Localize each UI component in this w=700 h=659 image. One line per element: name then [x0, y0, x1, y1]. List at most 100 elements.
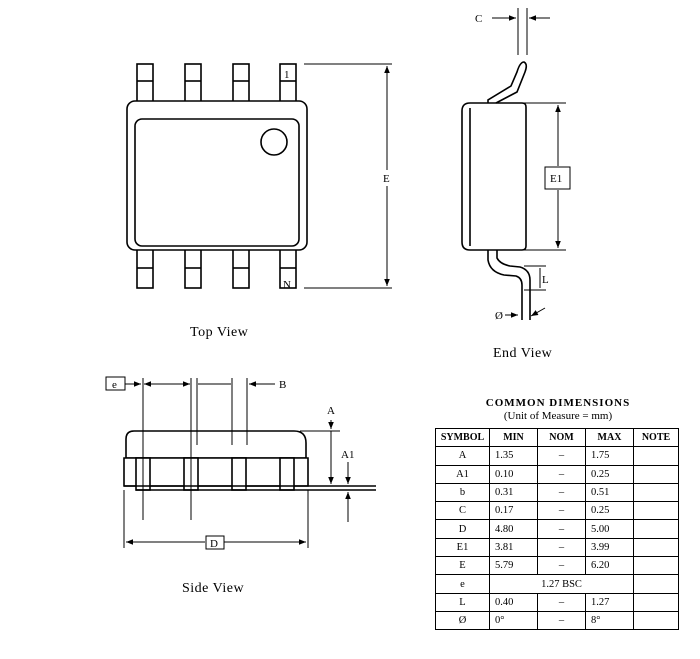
end-view-caption: End View	[493, 346, 553, 361]
cell-nom: –	[537, 501, 586, 521]
end-view	[461, 61, 531, 320]
dimension-angle-label: Ø	[495, 310, 503, 322]
cell-note	[633, 574, 679, 594]
dimension-e-label: E	[383, 173, 390, 185]
cell-nom: –	[537, 464, 586, 484]
cell-nom: –	[537, 610, 586, 631]
bottom-pin	[136, 245, 154, 289]
cell-note	[633, 556, 679, 576]
cell-note	[633, 464, 679, 484]
bottom-pin	[232, 245, 250, 289]
pin-n-label: N	[283, 279, 291, 291]
cell-min: 0°	[489, 610, 538, 631]
table-subtitle: (Unit of Measure = mm)	[503, 410, 613, 422]
dimension-e	[304, 63, 392, 289]
top-view-caption: Top View	[190, 325, 249, 340]
dimension-a-label: A	[327, 405, 335, 417]
cell-min: 0.10	[489, 464, 538, 484]
dimension-d-label: D	[210, 538, 218, 550]
cell-nom: –	[537, 592, 586, 612]
cell-note	[633, 501, 679, 521]
cell-max: 5.00	[585, 519, 634, 539]
cell-max: 8°	[585, 610, 634, 631]
cell-min: 0.40	[489, 592, 538, 612]
cell-nom: –	[537, 556, 586, 576]
dimension-c	[492, 8, 550, 55]
cell-max: 3.99	[585, 537, 634, 558]
cell-note	[633, 537, 679, 558]
pin-1-label: 1	[284, 69, 290, 81]
cell-symbol: L	[435, 592, 490, 612]
header-max: MAX	[585, 427, 634, 448]
side-view	[123, 430, 376, 491]
header-symbol: SYMBOL	[435, 427, 490, 448]
cell-max: 0.51	[585, 482, 634, 503]
dimension-e1-label: E1	[550, 173, 562, 185]
header-min: MIN	[489, 427, 538, 448]
cell-symbol: E	[435, 556, 490, 576]
cell-nom: –	[537, 446, 586, 466]
cell-min: 0.17	[489, 501, 538, 521]
dimension-e-pitch-label: e	[112, 379, 117, 391]
bottom-pin	[184, 245, 202, 289]
dimension-l-label: L	[542, 274, 549, 286]
dimension-a1-label: A1	[341, 449, 354, 461]
pin1-marker	[260, 128, 288, 156]
cell-symbol: D	[435, 519, 490, 539]
end-view-body	[461, 102, 527, 251]
end-view-lead-lower	[487, 250, 531, 320]
side-view-body	[125, 430, 307, 459]
dimension-e-pitch	[105, 376, 275, 520]
header-note: NOTE	[633, 427, 679, 448]
cell-nom: –	[537, 482, 586, 503]
cell-max: 6.20	[585, 556, 634, 576]
cell-nom: –	[537, 537, 586, 558]
dimension-angle	[505, 307, 546, 318]
cell-min: 5.79	[489, 556, 538, 576]
cell-note	[633, 446, 679, 466]
cell-min: 3.81	[489, 537, 538, 558]
cell-symbol: A	[435, 446, 490, 466]
side-view-caption: Side View	[182, 581, 245, 596]
dimension-a	[300, 420, 351, 522]
cell-symbol: e	[435, 574, 490, 594]
cell-symbol: C	[435, 501, 490, 521]
header-nom: NOM	[537, 427, 586, 448]
dimension-b-label: B	[279, 379, 286, 391]
cell-note	[633, 519, 679, 539]
table-title: COMMON DIMENSIONS	[485, 397, 631, 409]
cell-symbol: Ø	[435, 610, 490, 631]
cell-min: 1.35	[489, 446, 538, 466]
end-view-lead	[487, 61, 528, 104]
cell-min: 4.80	[489, 519, 538, 539]
top-view	[126, 63, 308, 289]
cell-nom: –	[537, 519, 586, 539]
package-body-inner	[134, 118, 300, 247]
cell-symbol: E1	[435, 537, 490, 558]
cell-note	[633, 610, 679, 631]
top-pin	[184, 63, 202, 103]
cell-min: 0.31	[489, 482, 538, 503]
top-pin	[136, 63, 154, 103]
dimension-c-label: C	[475, 13, 482, 25]
cell-max: 0.25	[585, 501, 634, 521]
cell-symbol: b	[435, 482, 490, 503]
dimension-l	[524, 265, 546, 291]
dimension-e1	[522, 102, 571, 251]
top-pin	[232, 63, 250, 103]
dimension-d	[123, 490, 309, 550]
cell-max: 0.25	[585, 464, 634, 484]
cell-note	[633, 482, 679, 503]
